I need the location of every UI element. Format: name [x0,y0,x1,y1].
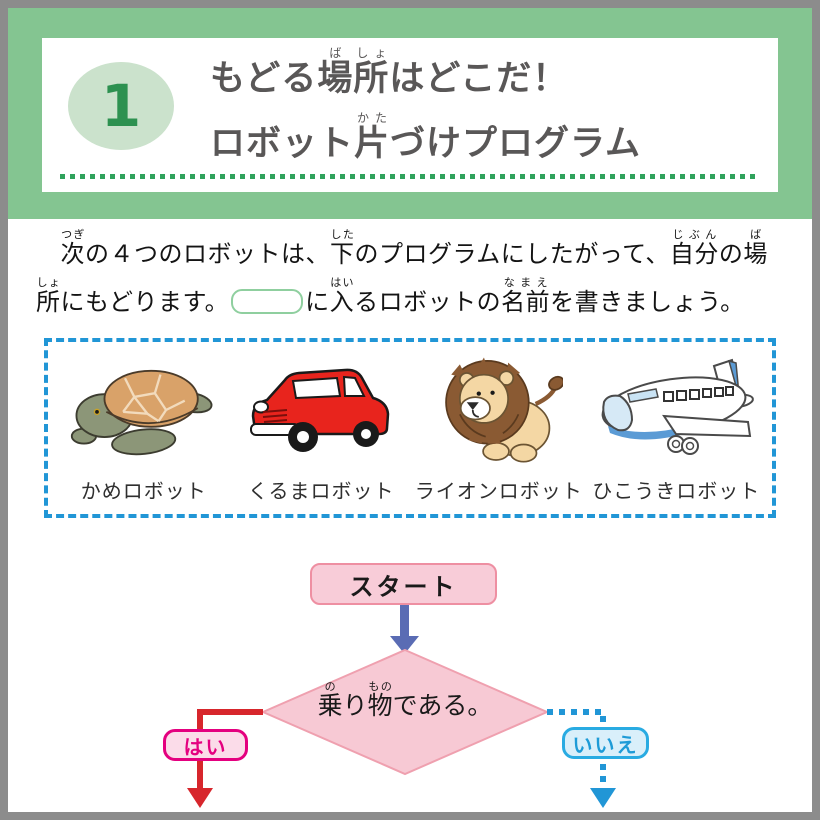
flowchart-graphic [187,603,616,808]
robot-item-lion: ライオンロボット [413,354,585,504]
robot-item-turtle: かめロボット [58,354,230,504]
no-label-badge: いいえ [562,727,649,759]
lesson-number-badge: 1 [68,62,174,150]
start-arrow [390,603,419,654]
dotted-divider [60,174,760,179]
instructions-line-1: 次つぎの４つのロボットは、下したのプログラムにしたがって、自分じぶんの場ば [60,228,768,268]
robot-item-car: くるまロボット [236,354,408,504]
answer-blank-box [231,289,304,314]
robot-item-airplane: ひこうきロボット [591,354,763,504]
yes-label-badge: はい [163,729,248,761]
page-title-line-1: もどる場ば所しょはどこだ！ [210,46,569,100]
turtle-robot-icon [70,369,213,456]
airplane-robot-icon [601,358,755,455]
yes-arrow [187,709,263,808]
flowchart-start-node: スタート [310,563,497,605]
decision-label: 乗のり物ものである。 [317,680,493,720]
instructions-line-2-post: に入はいるロボットの名前なまえを書きましょう。 [305,276,745,316]
car-robot-icon [250,368,390,452]
decision-diamond [260,648,550,776]
yes-label: はい [183,734,228,759]
robot-label-turtle: かめロボット [80,479,207,503]
start-label: スタート [349,572,458,601]
page-title-line-2: ロボット片かたづけプログラム [210,111,641,164]
no-label: いいえ [572,732,639,757]
robots-panel: かめロボット くるまロボット [44,338,776,518]
no-arrow [547,709,616,808]
robot-label-airplane: ひこうきロボット [592,479,761,503]
lesson-number: 1 [100,72,142,140]
lion-robot-icon [445,357,564,463]
header-band: 1 もどる場ば所しょはどこだ！ ロボット片かたづけプログラム [8,8,812,219]
page-title: もどる場ば所しょはどこだ！ ロボット片かたづけプログラム [210,38,770,172]
robot-label-lion: ライオンロボット [414,479,583,503]
robot-label-car: くるまロボット [247,479,395,503]
title-box: 1 もどる場ば所しょはどこだ！ ロボット片かたづけプログラム [42,38,778,192]
instructions-text: 次つぎの４つのロボットは、下したのプログラムにしたがって、自分じぶんの場ば 所し… [36,228,792,326]
instructions-line-2-pre: 所しょにもどります。 [36,276,230,316]
